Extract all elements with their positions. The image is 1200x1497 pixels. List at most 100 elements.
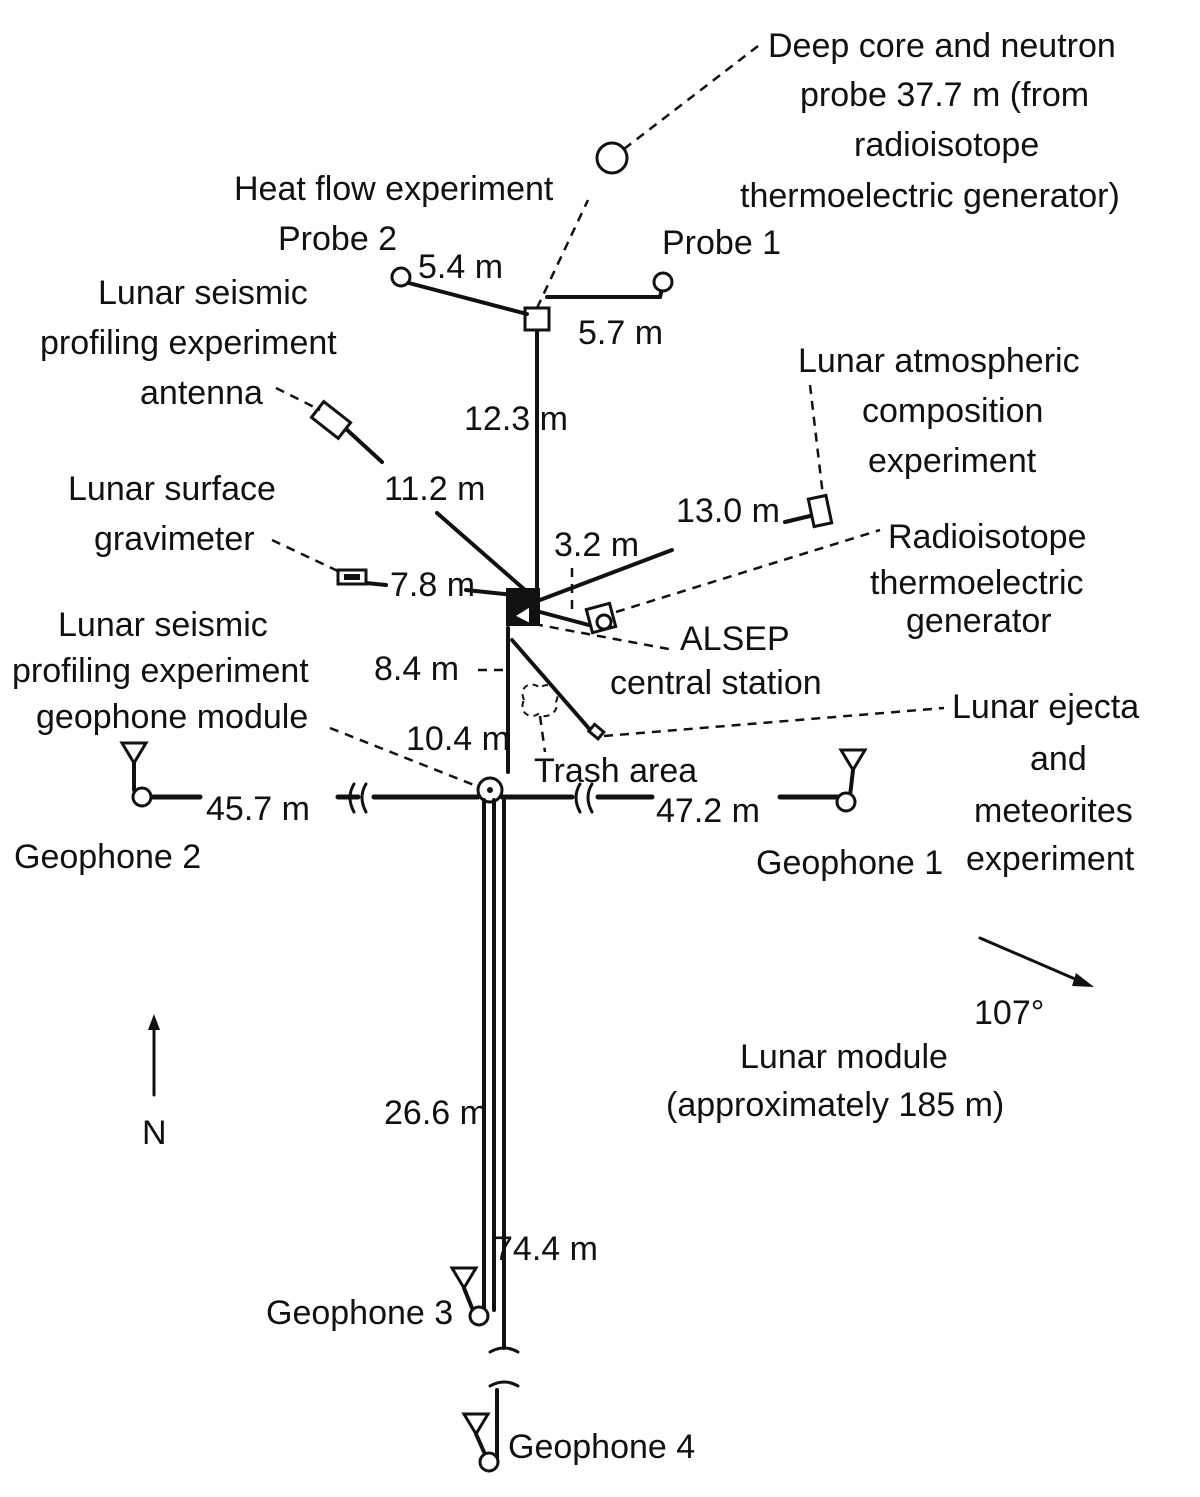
geophone2-break-mark1: [348, 782, 356, 814]
lm-bearing-arrow: [978, 936, 1094, 987]
lspe-geophone-array: [147, 626, 843, 1460]
label-geophone1: Geophone 1: [756, 844, 943, 882]
geophone3-stem: [462, 1286, 474, 1310]
heat-flow-leader: [535, 199, 590, 309]
distance-geophone-module: 8.4 m: [374, 650, 459, 688]
rtg-leader: [615, 528, 881, 614]
geophone4-break-mark2: [488, 1380, 520, 1388]
distance-labels: 5.4 m 5.7 m 12.3 m 11.2 m 13.0 m 3.2 m 7…: [206, 248, 780, 1268]
distance-ejecta: 10.4 m: [406, 720, 510, 758]
geophone3-symbol: [449, 1266, 490, 1327]
gravimeter-cable-left: [364, 581, 388, 587]
heat-flow-experiment: [390, 199, 674, 602]
gravimeter-marker-core: [344, 574, 360, 580]
geophone4-symbol: [461, 1412, 500, 1473]
label-deep-core-4: thermoelectric generator): [740, 177, 1120, 215]
label-rtg-3: generator: [906, 602, 1052, 640]
lace-marker: [806, 493, 834, 529]
label-probe1: Probe 1: [662, 224, 781, 262]
label-trash: Trash area: [534, 752, 697, 790]
label-bearing: 107°: [974, 994, 1044, 1032]
label-lace-3: experiment: [868, 442, 1037, 480]
distance-gravimeter: 7.8 m: [390, 566, 475, 604]
label-lspe-geophone-1: Lunar seismic: [58, 606, 268, 644]
lace-leader: [808, 384, 825, 497]
probe2-marker: [390, 266, 412, 288]
label-probe2: Probe 2: [278, 220, 397, 258]
rtg-core: [595, 613, 613, 631]
heat-flow-electronics-box: [523, 306, 551, 332]
distance-heat-flow: 12.3 m: [464, 400, 568, 438]
probe1-marker: [652, 271, 674, 293]
deep-core-marker: [595, 141, 629, 175]
lm-bearing-shaft: [978, 936, 1084, 984]
antenna-marker: [309, 399, 353, 441]
label-lm-2: (approximately 185 m): [666, 1086, 1004, 1124]
label-ejecta-3: meteorites: [974, 792, 1133, 830]
label-lspe-antenna-1: Lunar seismic: [98, 274, 308, 312]
lace-cable-upper: [783, 514, 812, 524]
label-lspe-antenna-2: profiling experiment: [40, 324, 337, 362]
geophone4-triangle: [461, 1412, 491, 1437]
distance-antenna: 11.2 m: [384, 470, 485, 508]
label-deep-core-3: radioisotope: [854, 126, 1039, 164]
central-station: [506, 588, 675, 652]
label-heat-flow: Heat flow experiment: [234, 170, 554, 208]
geophone1-break-mark1: [574, 782, 582, 814]
geophone4-break-mark1: [488, 1346, 520, 1354]
labels: Deep core and neutron probe 37.7 m (from…: [12, 27, 1139, 1466]
geophone-module-leader: [329, 726, 475, 787]
label-deep-core-1: Deep core and neutron: [768, 27, 1116, 65]
distance-probe1: 5.7 m: [578, 314, 663, 352]
label-lspe-antenna-3: antenna: [140, 374, 263, 412]
antenna-cable-lower: [435, 511, 527, 592]
lspe-antenna: [275, 386, 527, 592]
deep-core-leader: [623, 42, 763, 150]
rtg: [538, 528, 881, 635]
central-station-sunshield: [511, 604, 531, 626]
label-lace-1: Lunar atmospheric: [798, 342, 1080, 380]
antenna-cable-upper: [343, 426, 384, 464]
lem-cable: [510, 638, 594, 734]
geophone1-marker: [835, 791, 857, 813]
geophone-module-center: [487, 787, 493, 793]
distance-geophone3: 26.6 m: [384, 1094, 488, 1132]
distance-lace: 13.0 m: [676, 492, 780, 530]
label-rtg-2: thermoelectric: [870, 564, 1084, 602]
label-rtg-1: Radioisotope: [888, 518, 1086, 556]
north-arrow: [148, 1014, 160, 1097]
geophone3-marker: [468, 1305, 490, 1327]
label-north: N: [142, 1114, 167, 1152]
geophone1-symbol: [835, 748, 868, 813]
label-lace-2: composition: [862, 392, 1043, 430]
geophone1-break-mark2: [586, 782, 594, 814]
label-geophone3: Geophone 3: [266, 1294, 453, 1332]
label-ejecta-1: Lunar ejecta: [952, 688, 1139, 726]
lace-cable-lower: [538, 548, 674, 602]
lace: [538, 384, 834, 602]
gravimeter-leader: [271, 538, 341, 574]
geophone3-triangle: [449, 1266, 479, 1291]
label-gravimeter-1: Lunar surface: [68, 470, 276, 508]
label-lspe-geophone-2: profiling experiment: [12, 652, 309, 690]
label-geophone4: Geophone 4: [508, 1428, 695, 1466]
label-gravimeter-2: gravimeter: [94, 520, 255, 558]
label-ejecta-4: experiment: [966, 840, 1135, 878]
distance-geophone1: 47.2 m: [656, 792, 760, 830]
trash-area-leader: [538, 715, 547, 753]
lem-marker: [586, 722, 606, 742]
geophone4-marker: [478, 1451, 500, 1473]
label-lspe-geophone-3: geophone module: [36, 698, 308, 736]
north-arrow-head: [148, 1014, 160, 1030]
label-ejecta-2: and: [1030, 740, 1087, 778]
geophone2-marker: [131, 786, 153, 808]
geophone2-triangle: [119, 741, 149, 766]
deep-core-site: [595, 42, 763, 175]
lem-experiment: [510, 638, 945, 742]
distance-rtg: 3.2 m: [554, 526, 639, 564]
geophone4-stem: [474, 1432, 486, 1454]
distance-geophone2: 45.7 m: [206, 790, 310, 828]
geophone2-symbol: [119, 741, 153, 808]
central-station-leader: [533, 622, 675, 652]
